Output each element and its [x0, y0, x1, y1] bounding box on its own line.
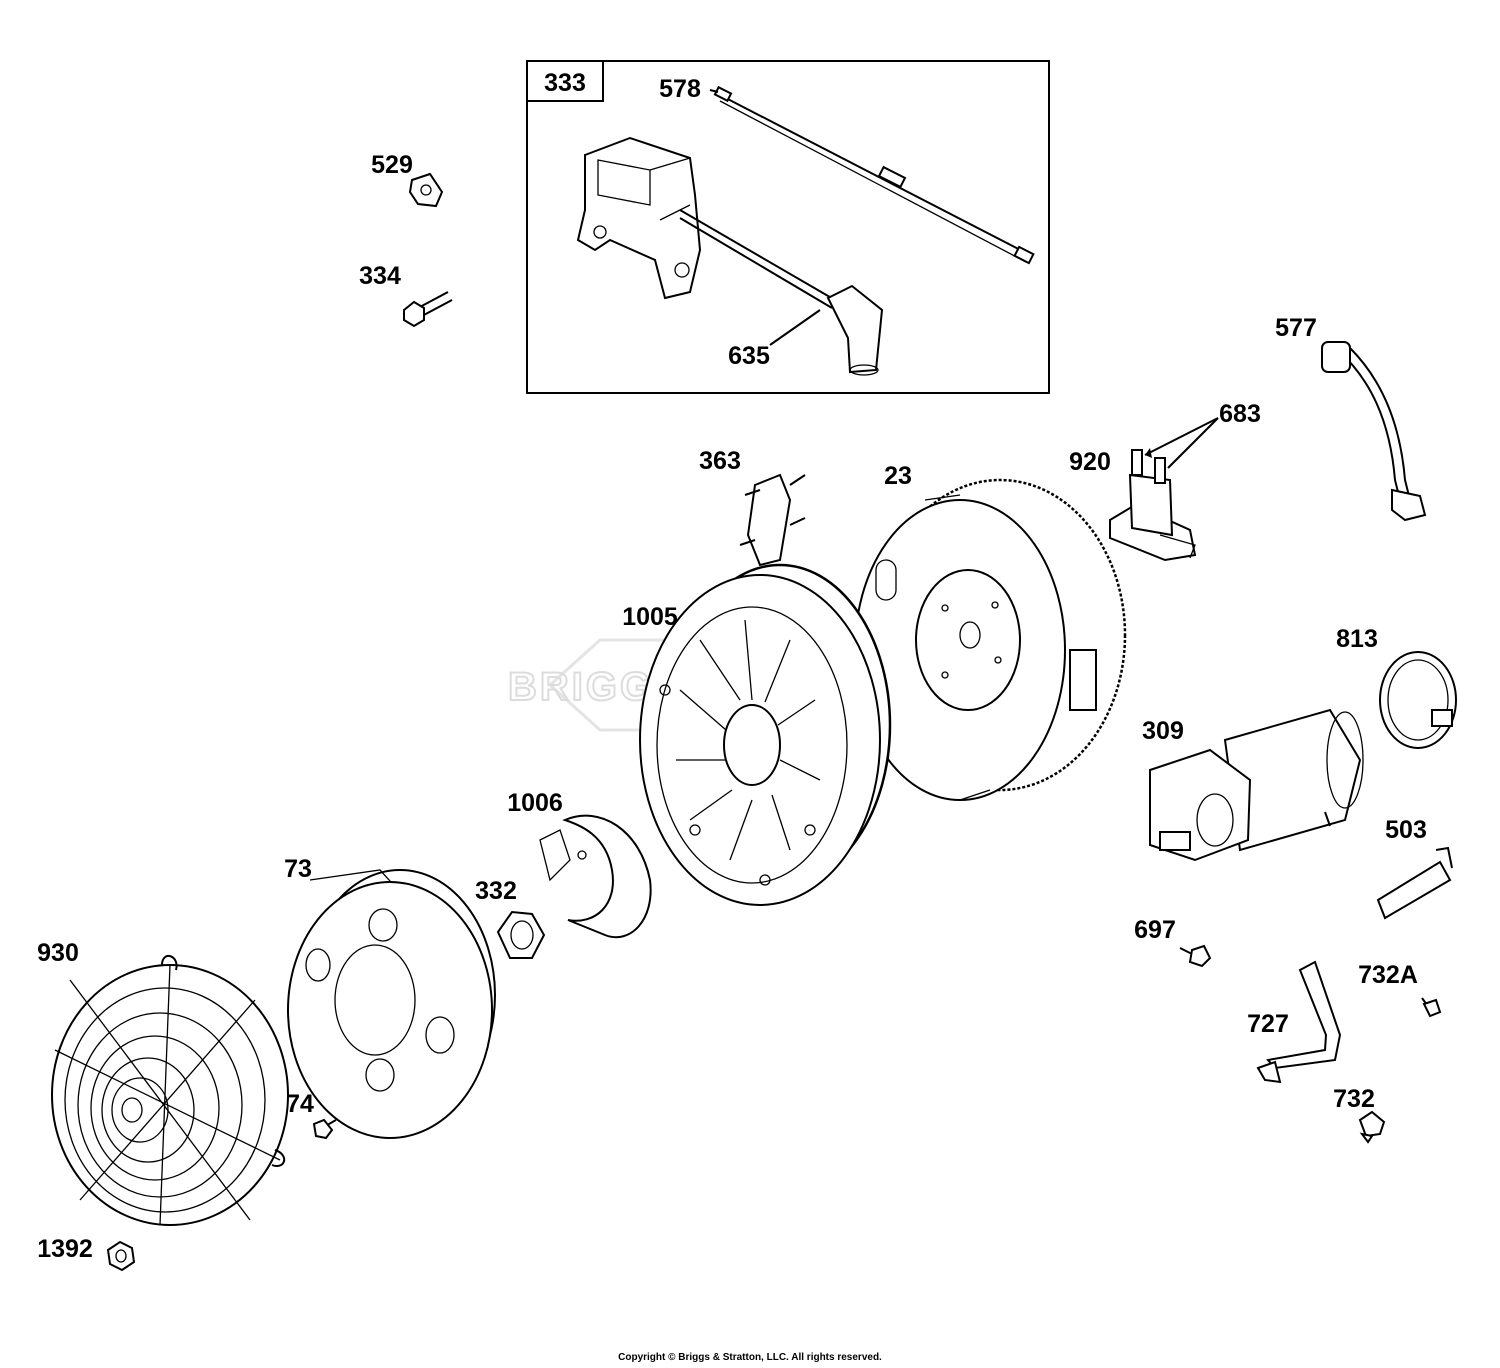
fan-cover-part	[287, 869, 496, 1139]
label-529: 529	[371, 151, 413, 179]
fan-part	[639, 563, 892, 906]
label-73: 73	[284, 855, 312, 883]
strap-727-part	[1256, 960, 1342, 1084]
label-309: 309	[1142, 717, 1184, 745]
starter-solenoid-part	[1109, 449, 1197, 562]
ground-wire-part	[713, 85, 1035, 265]
spark-plug-wire-part	[1321, 341, 1427, 522]
nut-1392-part	[106, 1240, 136, 1272]
label-334: 334	[359, 262, 401, 290]
starter-bracket-part	[1376, 846, 1453, 920]
label-74: 74	[286, 1090, 314, 1118]
label-578: 578	[659, 75, 701, 103]
label-577: 577	[1275, 314, 1317, 342]
starter-motor-part	[1149, 708, 1364, 862]
flywheel-part	[854, 478, 1127, 801]
label-813: 813	[1336, 625, 1378, 653]
label-1392: 1392	[37, 1235, 93, 1263]
flywheel-nut-part	[496, 910, 546, 959]
copyright-notice: Copyright © Briggs & Stratton, LLC. All …	[618, 1352, 882, 1363]
label-920: 920	[1069, 448, 1111, 476]
label-503: 503	[1385, 816, 1427, 844]
label-333: 333	[544, 69, 586, 97]
spark-plug-lead-part	[679, 209, 884, 376]
stator-bracket-part	[739, 473, 806, 567]
fan-retainer-part	[539, 814, 652, 939]
label-683: 683	[1219, 400, 1261, 428]
label-635: 635	[728, 342, 770, 370]
label-732A: 732A	[1358, 961, 1418, 989]
grommet-part	[408, 172, 444, 208]
label-332: 332	[475, 877, 517, 905]
fan-guard-part	[51, 955, 289, 1226]
screw-74-part	[312, 1118, 337, 1140]
label-1006: 1006	[507, 789, 563, 817]
bolt-697-part	[1179, 944, 1212, 968]
label-732: 732	[1333, 1085, 1375, 1113]
ignition-armature-inset: 333 578 635	[526, 60, 1050, 394]
hose-clamp-part	[1379, 651, 1457, 749]
label-697: 697	[1134, 916, 1176, 944]
label-930: 930	[37, 939, 79, 967]
label-363: 363	[699, 447, 741, 475]
label-727: 727	[1247, 1010, 1289, 1038]
armature-part	[576, 136, 702, 300]
label-23: 23	[884, 462, 912, 490]
label-1005: 1005	[622, 603, 678, 631]
nut-732-part	[1358, 1110, 1386, 1144]
screw-732A-part	[1421, 997, 1442, 1018]
armature-bolt-part	[403, 291, 453, 328]
